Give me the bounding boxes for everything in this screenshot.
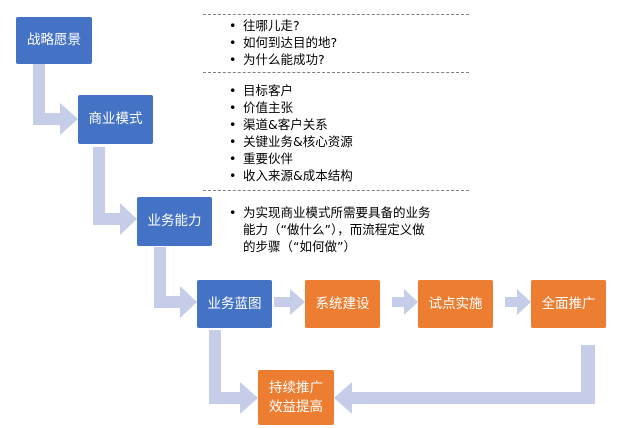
action-rollout-label: 全面推广 (541, 295, 596, 312)
separator-middle (203, 72, 469, 73)
action-continuous-line2: 效益提高 (269, 398, 323, 415)
list-item: 如何到达目的地? (227, 34, 337, 51)
list-item: 目标客户 (227, 82, 353, 99)
stage-business-model: 商业模式 (78, 95, 153, 144)
capability-note-line1: 为实现商业模式所需要具备的业务 (227, 204, 431, 221)
capability-note-line3-text: 的步骤（“如何做”） (243, 239, 356, 254)
stage-business-capability-label: 业务能力 (147, 213, 202, 230)
arrow-blueprint-to-continuous (209, 330, 258, 414)
action-continuous-line1: 持续推广 (269, 380, 323, 397)
arrow-capability-to-blueprint (154, 247, 197, 318)
list-item: 为什么能成功? (227, 51, 337, 68)
arrow-rollout-to-continuous (334, 345, 595, 414)
stage-business-blueprint: 业务蓝图 (197, 280, 272, 328)
capability-note-line2: 能力（“做什么”），而流程定义做 (227, 221, 431, 238)
action-system-build: 系统建设 (305, 280, 380, 328)
separator-bottom (203, 190, 469, 191)
arrow-pilot-to-rollout (505, 289, 531, 315)
list-item: 往哪儿走? (227, 17, 337, 34)
arrow-system-to-pilot (392, 289, 418, 315)
action-pilot: 试点实施 (418, 280, 493, 328)
list-item: 价值主张 (227, 99, 353, 116)
arrow-model-to-capability (93, 147, 137, 235)
capability-note-line2-text: 能力（“做什么”），而流程定义做 (243, 222, 425, 237)
arrow-vision-to-model (33, 64, 78, 135)
stage-business-capability: 业务能力 (137, 197, 212, 246)
list-item: 关键业务&核心资源 (227, 133, 353, 150)
arrow-blueprint-to-system (274, 289, 305, 315)
vision-questions-list: 往哪儿走? 如何到达目的地? 为什么能成功? (227, 17, 337, 68)
action-system-build-label: 系统建设 (315, 295, 370, 312)
capability-note: 为实现商业模式所需要具备的业务 能力（“做什么”），而流程定义做 的步骤（“如何… (227, 204, 431, 255)
list-item: 重要伙伴 (227, 150, 353, 167)
action-rollout: 全面推广 (531, 280, 606, 328)
stage-business-model-label: 商业模式 (88, 111, 143, 128)
separator-top (203, 14, 469, 15)
action-continuous: 持续推广 效益提高 (258, 370, 334, 425)
list-item: 渠道&客户关系 (227, 116, 353, 133)
list-item: 收入来源&成本结构 (227, 167, 353, 184)
stage-strategy-vision: 战略愿景 (16, 17, 92, 64)
capability-note-line3: 的步骤（“如何做”） (227, 238, 431, 255)
action-pilot-label: 试点实施 (428, 295, 483, 312)
stage-strategy-vision-label: 战略愿景 (27, 32, 81, 49)
stage-business-blueprint-label: 业务蓝图 (207, 295, 262, 312)
model-elements-list: 目标客户 价值主张 渠道&客户关系 关键业务&核心资源 重要伙伴 收入来源&成本… (227, 82, 353, 184)
